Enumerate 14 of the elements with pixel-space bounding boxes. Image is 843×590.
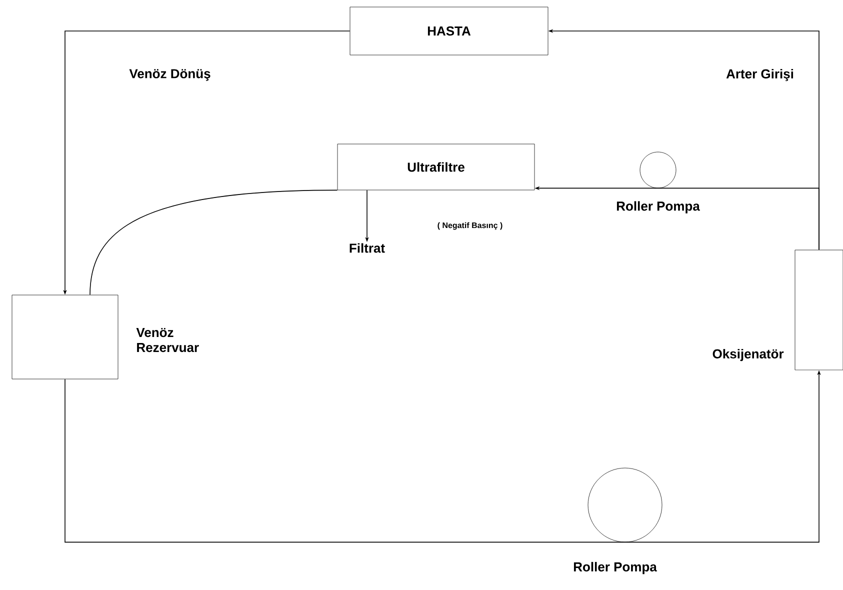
component-label: Venöz Rezervuar — [136, 328, 199, 352]
equipment-box — [12, 294, 118, 380]
process-box: HASTA — [350, 6, 548, 56]
component-label: Roller Pompa — [616, 201, 700, 214]
output-label: Filtrat — [350, 243, 385, 253]
edge-label: Arter Girişi — [726, 68, 794, 82]
pump-circle — [588, 468, 662, 542]
equipment-box — [794, 250, 843, 370]
process-box: Ultrafiltre — [337, 144, 535, 190]
edge-label: Venöz Dönüş — [129, 69, 210, 81]
component-label: Oksijenatör — [712, 348, 784, 362]
component-label: Roller Pompa — [574, 562, 657, 574]
pump-circle — [640, 152, 676, 188]
note-label: ( Negatif Basınç ) — [438, 222, 502, 230]
